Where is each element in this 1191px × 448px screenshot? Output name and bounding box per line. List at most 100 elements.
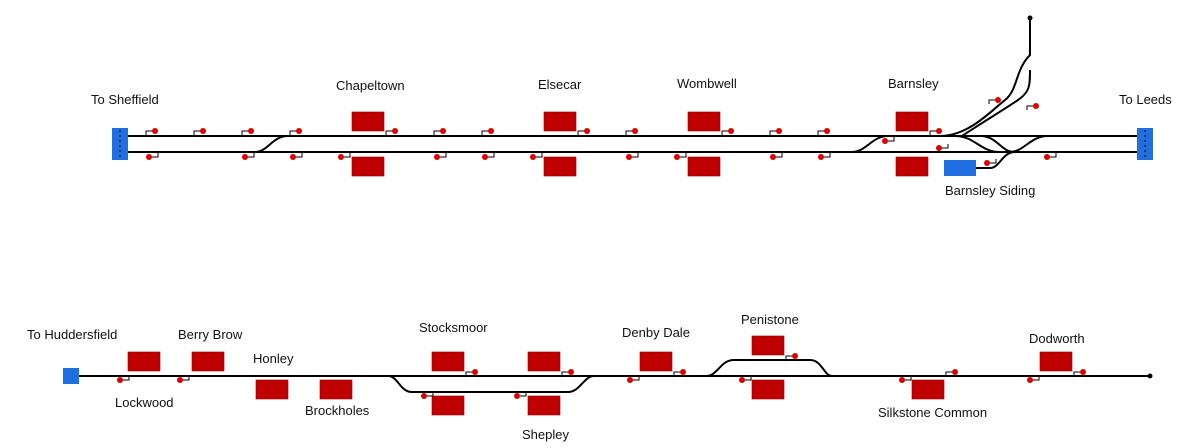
platform-block-icon[interactable] [751,379,785,400]
signal-icon[interactable] [769,128,782,135]
signal-post [248,153,255,158]
signal-icon[interactable] [146,153,159,160]
platform-block-icon[interactable] [911,379,945,400]
signal-icon[interactable] [290,153,303,160]
signal-icon[interactable] [899,376,912,383]
signal-icon[interactable] [770,153,783,160]
signal-post [785,355,792,360]
signal-post [1026,105,1033,110]
signal-icon[interactable] [984,159,997,166]
signal-lamp [421,393,427,399]
crossover-west[interactable] [254,135,289,153]
station-label: Silkstone Common [878,405,987,420]
signal-lamp [824,128,830,134]
signal-icon[interactable] [465,369,478,376]
platform-block-icon[interactable] [895,111,929,132]
signal-post [929,130,936,135]
signal-icon[interactable] [625,128,638,135]
signal-lamp [627,377,633,383]
signal-icon[interactable] [289,128,302,135]
signal-lamp [792,353,798,359]
platform-block-icon[interactable] [351,111,385,132]
signal-icon[interactable] [385,128,398,135]
barnsley-branch-inner-track[interactable] [961,69,1031,137]
signal-icon[interactable] [818,153,831,160]
platform-block-icon[interactable] [191,351,225,372]
signal-icon[interactable] [988,97,1001,104]
signal-icon[interactable] [482,153,495,160]
terminal-buffer-icon[interactable] [1137,128,1153,160]
signal-lamp [152,128,158,134]
signal-icon[interactable] [514,392,527,399]
platform-block-icon[interactable] [255,379,289,400]
signal-icon[interactable] [117,376,130,383]
signal-icon[interactable] [945,369,958,376]
signal-icon[interactable] [577,128,590,135]
signal-icon[interactable] [721,128,734,135]
barnsley-branch-track[interactable] [939,18,1031,137]
crossover-barnsley-east[interactable] [1009,135,1049,153]
signal-icon[interactable] [882,137,895,144]
signal-icon[interactable] [177,376,190,383]
barnsley-loop-track[interactable] [954,135,1001,153]
signal-icon[interactable] [626,153,639,160]
signal-icon[interactable] [145,128,158,135]
signal-icon[interactable] [785,353,798,360]
signal-icon[interactable] [241,128,254,135]
passing-loop-penistone[interactable] [705,359,833,377]
crossover-barnsley-west[interactable] [851,135,889,153]
signal-icon[interactable] [193,128,206,135]
platform-block-icon[interactable] [351,156,385,177]
signal-icon[interactable] [338,153,351,160]
signal-icon[interactable] [1044,153,1057,160]
signal-icon[interactable] [673,369,686,376]
signal-icon[interactable] [627,376,640,383]
signal-lamp [626,154,632,160]
barnsley-siding-buffer-icon[interactable] [944,160,976,176]
signal-lamp [936,128,942,134]
platform-block-icon[interactable] [687,156,721,177]
signal-icon[interactable] [421,392,434,399]
station-label: Berry Brow [178,327,243,342]
signal-icon[interactable] [242,153,255,160]
signal-icon[interactable] [434,153,447,160]
station-label: Elsecar [538,77,582,92]
terminal-buffer-icon[interactable] [112,128,128,160]
signal-icon[interactable] [1026,103,1039,110]
signal-icon[interactable] [674,153,687,160]
signal-icon[interactable] [817,128,830,135]
signal-icon[interactable] [739,376,752,383]
platform-block-icon[interactable] [543,111,577,132]
signal-lamp [584,128,590,134]
platform-block-icon[interactable] [527,395,561,416]
platform-block-icon[interactable] [751,335,785,356]
signal-icon[interactable] [936,144,949,151]
signal-lamp [776,128,782,134]
signal-lamp [146,154,152,160]
signal-lamp [248,128,254,134]
signal-icon[interactable] [1073,369,1086,376]
barnsley-siding-track[interactable] [945,151,1016,169]
platform-block-icon[interactable] [319,379,353,400]
signal-icon[interactable] [530,153,543,160]
platform-block-icon[interactable] [527,351,561,372]
signal-icon[interactable] [481,128,494,135]
branch-end-node [1027,15,1033,21]
platform-block-icon[interactable] [431,351,465,372]
signal-icon[interactable] [561,369,574,376]
terminal-buffer-icon[interactable] [63,368,79,384]
signal-lamp [952,369,958,375]
platform-block-icon[interactable] [687,111,721,132]
platform-block-icon[interactable] [543,156,577,177]
platform-block-icon[interactable] [431,395,465,416]
line-end-node [1147,373,1153,379]
signal-icon[interactable] [1027,376,1040,383]
signal-icon[interactable] [433,128,446,135]
platform-block-icon[interactable] [639,351,673,372]
passing-loop-stocksmoor-shepley[interactable] [387,375,595,393]
platform-block-icon[interactable] [895,156,929,177]
platform-block-icon[interactable] [127,351,161,372]
platform-block-icon[interactable] [1039,351,1073,372]
signal-lamp [568,369,574,375]
signal-icon[interactable] [929,128,942,135]
